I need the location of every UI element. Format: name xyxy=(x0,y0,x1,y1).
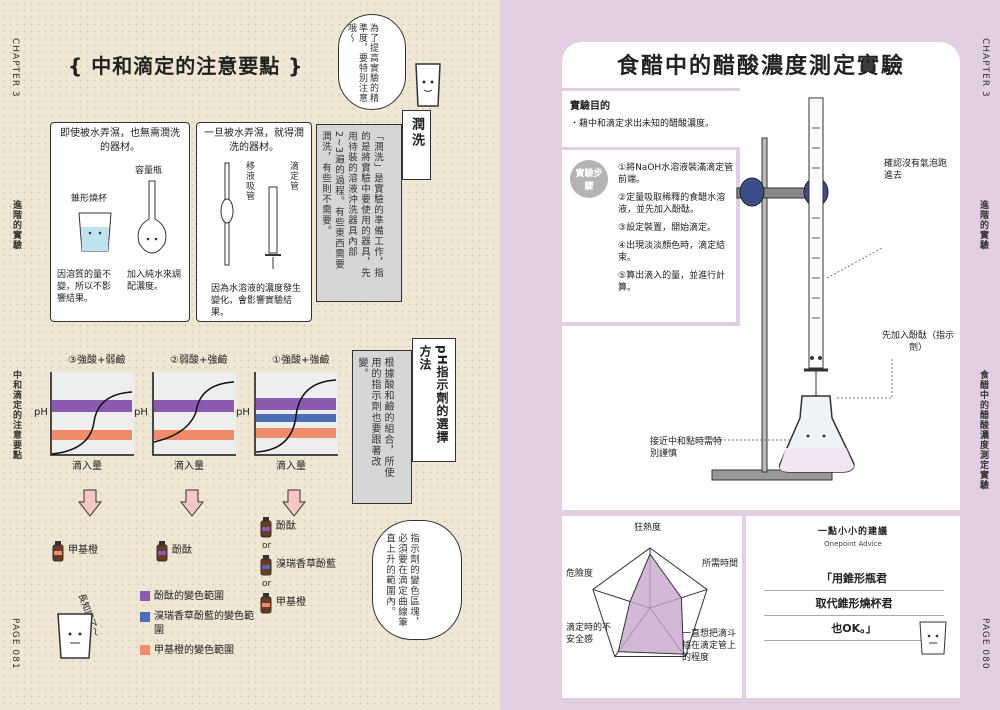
graph-strong-acid-weak-base xyxy=(50,372,134,456)
page-number: PAGE 080 xyxy=(980,618,990,670)
radar-label: 一直想把滴斗插在滴定管上的程度 xyxy=(682,629,737,663)
step-item: ②定量吸取稀釋的食醋水溶液，並先加入酚酞。 xyxy=(618,193,726,215)
page-title: 食醋中的醋酸濃度測定實驗 xyxy=(616,54,905,79)
radar-label: 危險度 xyxy=(566,569,594,579)
no-rinse-panel: 即使被水弄濕，也無需潤洗的器材。 容量瓶 錐形燒杯 因溶質的量不變，所以不影響結… xyxy=(50,122,190,322)
tip-bubble: 指示劑的變色區塊，必須要在滴定曲線筆直上升的範圍內。 xyxy=(372,520,462,640)
legend-item: 酚酞的變色範圍 xyxy=(140,590,260,604)
side-section-label: 進階的實驗 xyxy=(11,200,21,250)
brace-right: } xyxy=(280,54,304,78)
down-arrow-icon xyxy=(180,489,204,517)
beaker-icon xyxy=(78,212,112,252)
beaker-character xyxy=(57,613,93,659)
right-page: CHAPTER 3 進階的實驗 食醋中的醋酸濃度測定實驗 PAGE 080 食醋… xyxy=(500,0,1000,710)
bottle-icon xyxy=(156,541,168,562)
side-section-label: 進階的實驗 xyxy=(978,200,988,250)
side-topic-label: 中和滴定的注意要點 xyxy=(11,370,21,460)
graph-ylabel-1: pH xyxy=(236,407,250,418)
speech-bubble: 為了提高實驗的精準度，要特別注意哦～ xyxy=(338,14,406,110)
rinse-tag: 潤洗 xyxy=(402,110,431,180)
graph-strong-acid-strong-base xyxy=(254,372,338,456)
rinse-required-panel: 一旦被水弄濕，就得潤洗的器材。 移液吸管 滴定管 因為水溶液的濃度發生變化，會影… xyxy=(196,122,312,322)
advice-text: 「用錐形瓶君 取代錐形燒杯君 也OK。」 xyxy=(764,566,944,641)
burette-icon xyxy=(265,186,281,269)
left-page: CHAPTER 3 進階的實驗 中和滴定的注意要點 PAGE 081 { 中和滴… xyxy=(0,0,500,710)
radar-panel: 狂熱度 所需時間 一直想把滴斗插在滴定管上的程度 滴定時的不安全感 危險度 xyxy=(562,516,742,698)
steps-badge: 實驗步驟 xyxy=(570,160,608,198)
graph-title-3: ③強酸+弱鹼 xyxy=(68,355,126,366)
pipette-icon xyxy=(220,162,234,266)
step-item: ③設定裝置，開始滴定。 xyxy=(618,223,717,233)
color-range-legend: 酚酞的變色範圍 溴瑞香草酚藍的變色範圍 甲基橙的變色範圍 xyxy=(140,590,260,658)
graph-weak-acid-strong-base xyxy=(152,372,236,456)
radar-label: 狂熱度 xyxy=(634,523,662,533)
page-number: PAGE 081 xyxy=(10,618,20,670)
volumetric-flask-icon xyxy=(137,180,167,254)
down-arrow-icon xyxy=(78,489,102,517)
graph-title-1: ①強酸+強鹼 xyxy=(272,355,330,366)
graph-ylabel-3: pH xyxy=(34,407,48,418)
titration-apparatus xyxy=(711,97,893,481)
step-item: ⑤算出滴入的量，並進行計算。 xyxy=(618,271,726,293)
chapter-label: CHAPTER 3 xyxy=(10,38,20,98)
radar-values xyxy=(617,552,685,655)
step-item: ①將NaOH水溶液裝滿滴定管前端。 xyxy=(618,163,734,185)
legend-item: 溴瑞香草酚藍的變色範圍 xyxy=(140,610,260,638)
steps-list: ①將NaOH水溶液裝滿滴定管前端。 ②定量吸取稀釋的食醋水溶液，並先加入酚酞。 … xyxy=(618,162,736,294)
legend-item: 甲基橙的變色範圍 xyxy=(140,644,260,658)
indicator-tag: pH指示劑的選擇方法 xyxy=(412,338,456,462)
radar-label: 滴定時的不安全感 xyxy=(566,623,612,645)
rinse-explain-box: 「潤洗」是實驗的準備工作，指的是將實驗中要使用的器具，先用待裝的溶液沖洗器具內部… xyxy=(316,124,402,302)
indicator-phenolphthalein: 酚酞 xyxy=(156,540,192,562)
graph-title-2: ②弱酸+強鹼 xyxy=(170,355,228,366)
indicator-options: 酚酞 or 溴瑞香草酚藍 or 甲基橙 xyxy=(260,516,336,614)
callout-bubbles: 確認沒有氣泡跑進去 xyxy=(884,159,948,181)
titration-graphs: ③強酸+弱鹼 ②弱酸+強鹼 ①強酸+強鹼 pH pH pH xyxy=(34,355,340,472)
beaker-character xyxy=(919,621,947,655)
step-item: ④出現淡淡顏色時，滴定結束。 xyxy=(618,241,726,263)
indicator-methyl-orange: 甲基橙 xyxy=(52,540,98,562)
bottle-icon xyxy=(260,517,272,538)
indicator-explain-box: 根據酸和鹼的組合，所使用的指示劑也要跟著改變。 xyxy=(352,350,412,504)
bottle-icon xyxy=(52,541,64,562)
brace-left: { xyxy=(68,54,92,78)
chapter-label: CHAPTER 3 xyxy=(980,38,990,98)
callout-careful: 接近中和點時需特別謹慎 xyxy=(650,437,723,459)
bottle-icon xyxy=(260,593,272,614)
callout-indicator: 先加入酚酞（指示劑） xyxy=(882,331,955,353)
down-arrow-icon xyxy=(282,489,306,517)
graph-ylabel-2: pH xyxy=(134,407,148,418)
steps-box: 實驗步驟 ①將NaOH水溶液裝滿滴定管前端。 ②定量吸取稀釋的食醋水溶液，並先加… xyxy=(562,150,740,326)
bottle-icon xyxy=(260,555,272,576)
purpose-box: 實驗目的 ・藉中和滴定求出未知的醋酸濃度。 xyxy=(562,88,740,150)
experiment-panel xyxy=(562,42,960,510)
page-title: { 中和滴定的注意要點 } xyxy=(68,54,304,78)
beaker-character xyxy=(408,60,448,110)
side-topic-label: 食醋中的醋酸濃度測定實驗 xyxy=(978,370,988,490)
radar-label: 所需時間 xyxy=(702,559,739,569)
advice-panel: 一點小小的建議 Onepoint Advice 「用錐形瓶君 取代錐形燒杯君 也… xyxy=(746,516,960,698)
radar-chart xyxy=(592,547,708,658)
